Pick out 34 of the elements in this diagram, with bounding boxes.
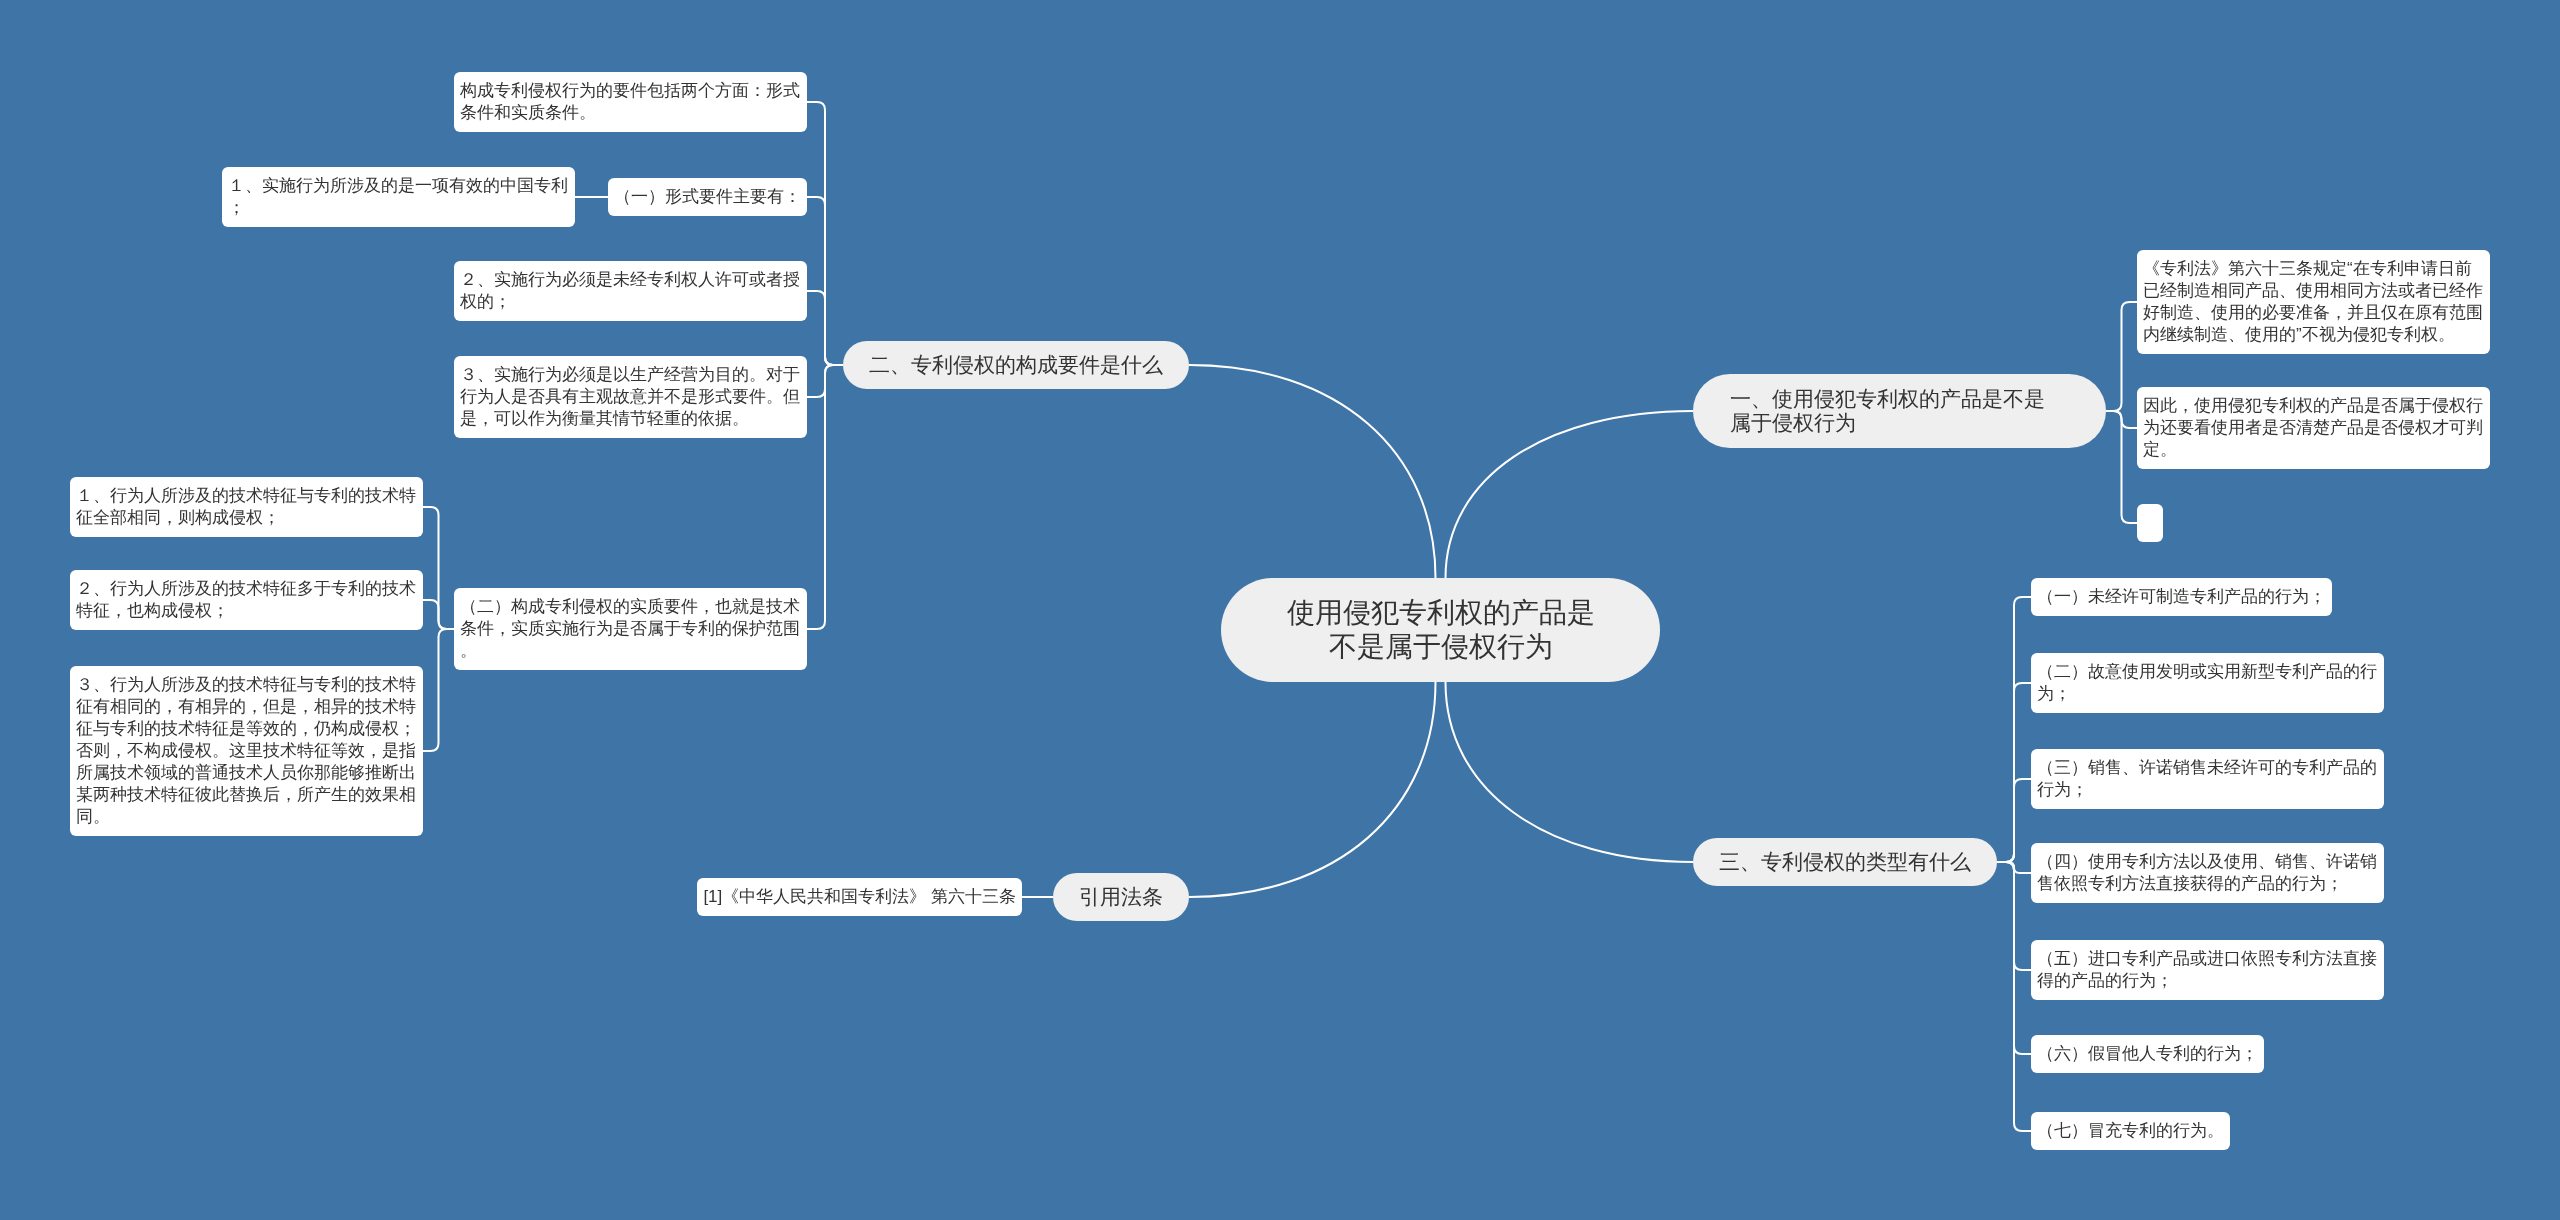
text-box: （一）未经许可制造专利产品的行为； — [2031, 578, 2332, 616]
text-box: （六）假冒他人专利的行为； — [2031, 1035, 2264, 1073]
connector-line — [1188, 681, 1437, 898]
text-box: （七）冒充专利的行为。 — [2031, 1112, 2230, 1150]
text-box: ２、实施行为必须是未经专利权人许可或者授权的； — [454, 261, 807, 321]
text-box: １、行为人所涉及的技术特征与专利的技术特征全部相同，则构成侵权； — [70, 477, 423, 537]
text-box: （二）故意使用发明或实用新型专利产品的行为； — [2031, 653, 2384, 713]
text-box: 《专利法》第六十三条规定“在专利申请日前已经制造相同产品、使用相同方法或者已经作好制造、使用的必要准备，并且仅在原有范围内继续制造、使用的”不视为侵犯专利权。 — [2137, 250, 2490, 354]
text-box: ３、实施行为必须是以生产经营为目的。对于行为人是否具有主观故意并不是形式要件。但是，可以作为衡量其情节轻重的依据。 — [454, 356, 807, 438]
text-box: （二）构成专利侵权的实质要件，也就是技术条件，实质实施行为是否属于专利的保护范围。 — [454, 588, 807, 670]
text-box: １、实施行为所涉及的是一项有效的中国专利； — [222, 167, 575, 227]
central-topic: 使用侵犯专利权的产品是不是属于侵权行为 — [1221, 578, 1660, 682]
topic-pill: 一、使用侵犯专利权的产品是不是属于侵权行为 — [1693, 374, 2106, 448]
text-box: 构成专利侵权行为的要件包括两个方面：形式条件和实质条件。 — [454, 72, 807, 132]
connector-line — [806, 364, 844, 630]
text-box: （五）进口专利产品或进口依照专利方法直接得的产品的行为； — [2031, 940, 2384, 1000]
connector-line — [574, 196, 609, 198]
connector-line — [1444, 410, 1694, 579]
text-box: ３、行为人所涉及的技术特征与专利的技术特征有相同的，有相异的，但是，相异的技术特征与专利的技术特征是等效的，仍构成侵权；否则，不构成侵权。这里技术特征等效，是指所属技术领域的普通技术人员你那能够推断出某两种技术特征彼此替换后，所产生的效果相同。 — [70, 666, 423, 836]
topic-pill: 引用法条 — [1053, 873, 1189, 921]
connector-line — [422, 628, 455, 752]
text-box: （一）形式要件主要有： — [608, 178, 807, 216]
text-box: 因此，使用侵犯专利权的产品是否属于侵权行为还要看使用者是否清楚产品是否侵权才可判定。 — [2137, 387, 2490, 469]
connector-line — [1996, 861, 2032, 1132]
text-box: [1]《中华人民共和国专利法》 第六十三条 — [697, 878, 1022, 916]
topic-pill: 二、专利侵权的构成要件是什么 — [843, 341, 1189, 389]
connector-line — [1021, 896, 1054, 898]
connector-line — [1444, 681, 1694, 863]
text-box: ２、行为人所涉及的技术特征多于专利的技术特征，也构成侵权； — [70, 570, 423, 630]
empty-box — [2137, 504, 2163, 542]
text-box: （四）使用专利方法以及使用、销售、许诺销售依照专利方法直接获得的产品的行为； — [2031, 843, 2384, 903]
connector-line — [1188, 364, 1437, 579]
text-box: （三）销售、许诺销售未经许可的专利产品的行为； — [2031, 749, 2384, 809]
topic-pill: 三、专利侵权的类型有什么 — [1693, 838, 1997, 886]
